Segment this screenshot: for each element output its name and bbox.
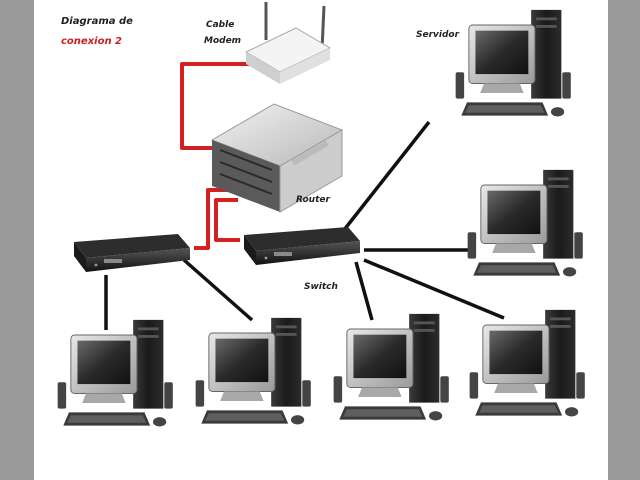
red-cables	[180, 62, 252, 250]
diagram-graphics	[57, 2, 586, 428]
pc-bottom-3	[333, 313, 450, 422]
pc-right-middle	[467, 169, 584, 278]
title-line-2: conexion 2	[61, 36, 123, 47]
switch-right-device	[244, 227, 360, 265]
pc-bottom-1	[57, 319, 174, 428]
pc-bottom-4	[469, 309, 586, 418]
cable-modem-label-2: Modem	[204, 36, 242, 46]
title-line-1: Diagrama de	[61, 16, 133, 27]
cable-modem-label-1: Cable	[206, 20, 235, 30]
black-cables	[104, 120, 505, 330]
switch-label: Switch	[304, 282, 338, 292]
pc-bottom-2	[195, 317, 312, 426]
network-diagram: Diagrama de conexion 2 Cable Modem Servi…	[34, 0, 608, 480]
cable-modem-device	[244, 2, 332, 84]
servidor-label: Servidor	[416, 30, 460, 40]
router-label: Router	[296, 195, 330, 205]
switch-left-device	[74, 234, 190, 272]
router-device	[210, 103, 344, 213]
servidor-computer	[455, 9, 572, 118]
